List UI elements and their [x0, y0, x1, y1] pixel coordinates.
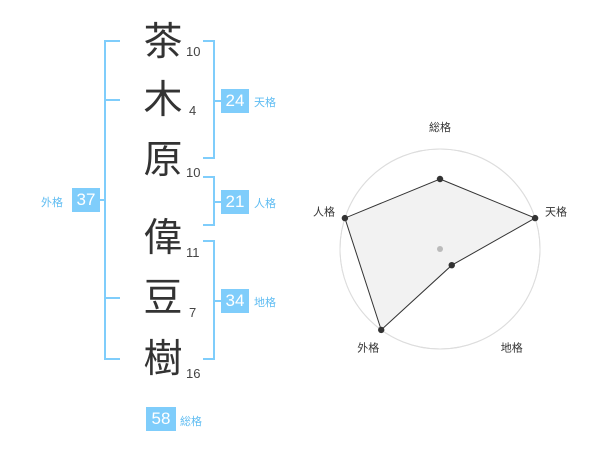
tenkaku-label: 天格	[254, 96, 276, 109]
jinkaku-bracket-connector	[213, 201, 221, 203]
radar-axis-label: 人格	[313, 204, 335, 218]
name-char-6: 樹	[143, 337, 183, 382]
soukaku-label: 総格	[180, 415, 202, 428]
stroke-count-6: 16	[186, 366, 201, 381]
radar-point	[378, 326, 385, 334]
radar-point	[531, 214, 539, 222]
tenkaku-bracket-top	[203, 40, 215, 42]
name-char-3: 原	[143, 138, 183, 183]
gaikaku-bracket-top	[104, 40, 120, 42]
chikaku-label: 地格	[254, 296, 276, 309]
jinkaku-value-badge: 21	[221, 190, 249, 214]
name-char-4: 偉	[143, 216, 183, 261]
tenkaku-bracket-connector	[213, 100, 221, 102]
tenkaku-value-badge: 24	[221, 89, 249, 113]
soukaku-value-badge: 58	[146, 407, 176, 431]
radar-axis-label: 天格	[545, 204, 567, 218]
radar-polygon	[344, 178, 537, 331]
name-char-5: 豆	[143, 276, 183, 321]
stroke-count-5: 7	[189, 305, 197, 320]
jinkaku-label: 人格	[254, 197, 276, 210]
stroke-count-3: 10	[186, 165, 201, 180]
tenkaku-bracket-vertical	[213, 40, 215, 159]
radar-axis-label: 総格	[429, 120, 451, 134]
chikaku-value-badge: 34	[221, 289, 249, 313]
tenkaku-bracket-bottom	[203, 157, 215, 159]
radar-point	[436, 175, 444, 183]
radar-outer-ring	[339, 148, 541, 350]
chikaku-bracket-bottom	[203, 358, 215, 360]
gaikaku-bracket-mid1	[104, 99, 120, 101]
gaikaku-bracket-mid2	[104, 297, 120, 299]
gaikaku-bracket-connector	[98, 199, 106, 201]
stroke-count-2: 4	[189, 103, 197, 118]
gaikaku-bracket-bottom	[104, 358, 120, 360]
radar-point	[448, 261, 455, 269]
jinkaku-bracket-bottom	[203, 224, 215, 226]
radar-point	[341, 214, 349, 222]
gaikaku-label: 外格	[41, 196, 63, 209]
chikaku-bracket-connector	[213, 300, 221, 302]
name-char-2: 木	[143, 78, 183, 123]
radar-axis-label: 地格	[501, 341, 523, 355]
stroke-count-4: 11	[186, 245, 200, 260]
name-char-1: 茶	[143, 20, 183, 65]
chikaku-bracket-top	[203, 240, 215, 242]
gaikaku-value-badge: 37	[72, 188, 100, 212]
stroke-count-1: 10	[186, 44, 201, 59]
radar-axis-label: 外格	[357, 341, 379, 355]
jinkaku-bracket-top	[203, 176, 215, 178]
radar-center-dot	[437, 246, 443, 252]
